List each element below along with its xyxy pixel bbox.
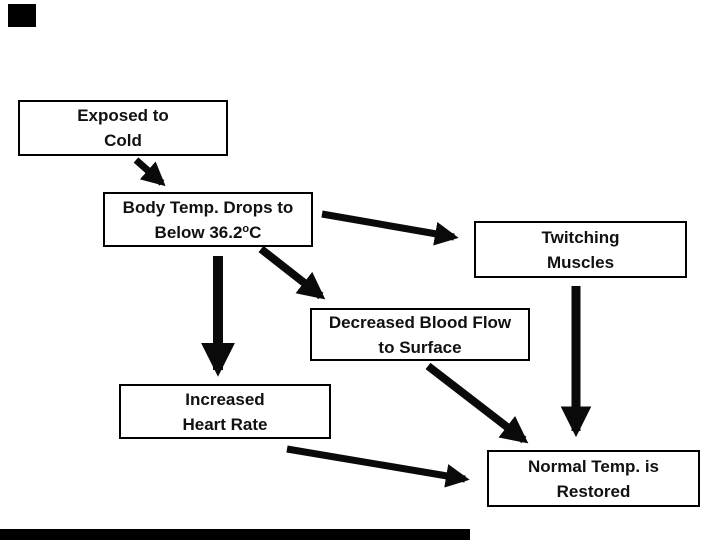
box-text-line: Muscles	[546, 252, 615, 272]
flow-box-body-temp-drops: Body Temp. Drops to Below 36.2oC	[103, 192, 313, 247]
bottom-accent-bar	[0, 529, 470, 540]
flow-box-normal-temp-restored: Normal Temp. is Restored	[487, 450, 700, 507]
box-text-line: Normal Temp. is	[528, 456, 659, 476]
arrow-bodytemp-to-twitching	[321, 210, 459, 246]
box-text-line: Decreased Blood Flow	[328, 312, 512, 332]
box-text-line: Cold	[104, 131, 142, 150]
box-text-line: Restored	[556, 481, 631, 501]
arrow-decreased-to-normal	[425, 362, 529, 444]
degree-superscript: o	[242, 222, 250, 235]
box-text-line: Below 36.2oC	[154, 222, 262, 242]
box-text-line: Body Temp. Drops to	[122, 197, 294, 217]
box-text-line: Exposed to	[77, 106, 169, 125]
flow-box-decreased-blood-flow: Decreased Blood Flow to Surface	[310, 308, 530, 361]
box-text-line: Heart Rate	[182, 414, 268, 434]
arrow-bodytemp-to-decreased	[258, 245, 326, 300]
box-text-line: Increased	[185, 389, 265, 409]
flow-box-exposed-to-cold: Exposed to Cold	[18, 100, 228, 156]
box-text-line: Twitching	[541, 227, 620, 247]
arrow-exposed-to-bodytemp	[133, 157, 166, 187]
corner-accent-square	[8, 4, 36, 27]
flow-box-twitching-muscles: Twitching Muscles	[474, 221, 687, 278]
box-text-line: to Surface	[378, 337, 462, 357]
arrow-increased-to-normal	[286, 445, 470, 488]
flow-box-increased-heart-rate: Increased Heart Rate	[119, 384, 331, 439]
